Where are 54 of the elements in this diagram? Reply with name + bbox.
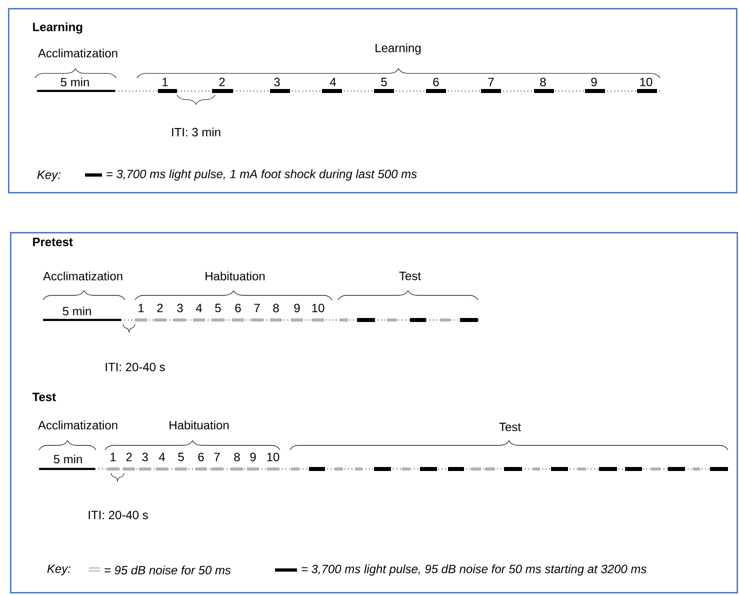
phase-label: Habituation (170, 420, 229, 430)
trial-number: 7 (214, 452, 220, 462)
trial-number: 5 (381, 78, 387, 86)
trial-number: 8 (234, 452, 240, 462)
legend-text: = 95 dB noise for 50 ms (104, 566, 231, 574)
duration-label: 5 min (54, 454, 82, 464)
trial-number: 2 (219, 78, 225, 86)
section-heading: Pretest (33, 238, 73, 246)
section-heading: Test (32, 392, 56, 402)
trial-number: 9 (591, 78, 597, 86)
trial-number: 2 (126, 452, 132, 462)
trial-number: 5 (178, 452, 184, 462)
trial-number: 8 (273, 304, 279, 312)
trial-number: 10 (312, 304, 324, 312)
interval-label: ITI: 20-40 s (106, 362, 165, 372)
trial-number: 3 (142, 452, 148, 462)
trial-number: 10 (267, 452, 280, 462)
phase-label: Acclimatization (38, 48, 118, 58)
trial-number: 1 (138, 304, 144, 312)
trial-number: 6 (433, 78, 439, 86)
section-heading: Learning (33, 22, 82, 34)
trial-number: 1 (162, 78, 168, 86)
phase-label: Test (399, 272, 421, 280)
phase-label: Learning (376, 43, 421, 55)
key-label: Key: (37, 170, 60, 182)
trial-number: 9 (294, 304, 300, 312)
trial-number: 7 (488, 78, 494, 86)
key-label: Key: (47, 564, 70, 576)
panel (10, 232, 738, 594)
trial-number: 3 (274, 78, 280, 86)
trial-number: 10 (640, 78, 652, 86)
trial-number: 2 (157, 304, 163, 312)
trial-number: 4 (330, 78, 336, 86)
trial-number: 9 (250, 452, 256, 462)
trial-number: 5 (215, 304, 221, 312)
phase-label: Acclimatization (38, 420, 118, 430)
duration-label: 5 min (62, 306, 91, 316)
interval-label: ITI: 3 min (172, 128, 220, 136)
trial-number: 6 (235, 304, 241, 312)
trial-number: 1 (110, 452, 116, 462)
legend-text: = 3,700 ms light pulse, 1 mA foot shock during last 500 ms (106, 169, 417, 181)
trial-number: 4 (196, 304, 202, 312)
trial-number: 8 (540, 78, 546, 86)
trial-number: 3 (177, 304, 183, 312)
panel (8, 8, 738, 194)
phase-label: Acclimatization (43, 272, 122, 280)
legend-text: = 3,700 ms light pulse, 95 dB noise for 50 ms starting at 3200 ms (302, 564, 646, 576)
phase-label: Habituation (206, 272, 265, 280)
duration-label: 5 min (60, 78, 89, 86)
phase-label: Test (499, 422, 521, 432)
trial-number: 7 (254, 304, 260, 312)
interval-label: ITI: 20-40 s (88, 510, 148, 520)
trial-number: 4 (158, 452, 165, 462)
trial-number: 6 (198, 452, 204, 462)
